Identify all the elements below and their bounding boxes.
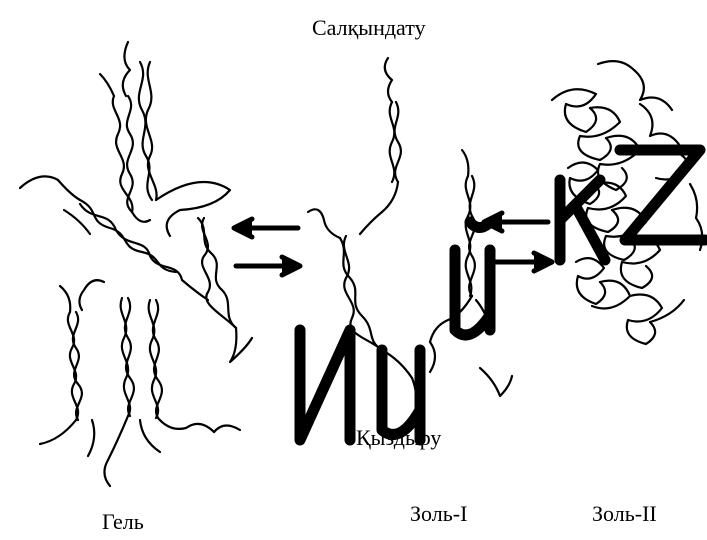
sol1-label: Золь-I bbox=[410, 502, 467, 526]
arrow-to-sol1 bbox=[236, 257, 300, 275]
heating-label: Қыздыру bbox=[356, 426, 441, 450]
gel-label: Гель bbox=[102, 510, 144, 534]
arrow-to-sol2 bbox=[488, 253, 552, 271]
arrow-to-sol1-from-sol2 bbox=[484, 213, 548, 231]
arrow-to-gel bbox=[234, 219, 298, 237]
sol2-label: Золь-II bbox=[592, 502, 657, 526]
cooling-label: Салқындату bbox=[312, 16, 426, 40]
gel-network bbox=[20, 42, 252, 486]
